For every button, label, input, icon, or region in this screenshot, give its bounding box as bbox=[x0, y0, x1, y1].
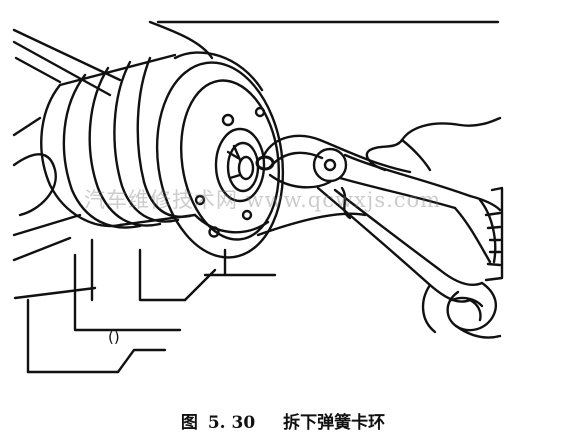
figure-caption: 图 5. 30 拆下弹簧卡环 bbox=[0, 408, 566, 433]
vehicle-frame bbox=[12, 20, 367, 374]
caption-number: 5. 30 bbox=[207, 413, 256, 433]
caption-title: 拆下弹簧卡环 bbox=[283, 413, 386, 433]
technical-illustration: () bbox=[12, 20, 504, 374]
hand bbox=[365, 116, 504, 339]
housing-mark: () bbox=[108, 328, 120, 346]
cv-joint-boot bbox=[40, 53, 197, 229]
cv-joint-housing bbox=[155, 51, 285, 259]
circlip-pliers bbox=[262, 134, 484, 303]
watermark: 汽车维修技术网 www.qcwxjs.com bbox=[84, 188, 442, 212]
caption-prefix: 图 bbox=[180, 413, 198, 433]
